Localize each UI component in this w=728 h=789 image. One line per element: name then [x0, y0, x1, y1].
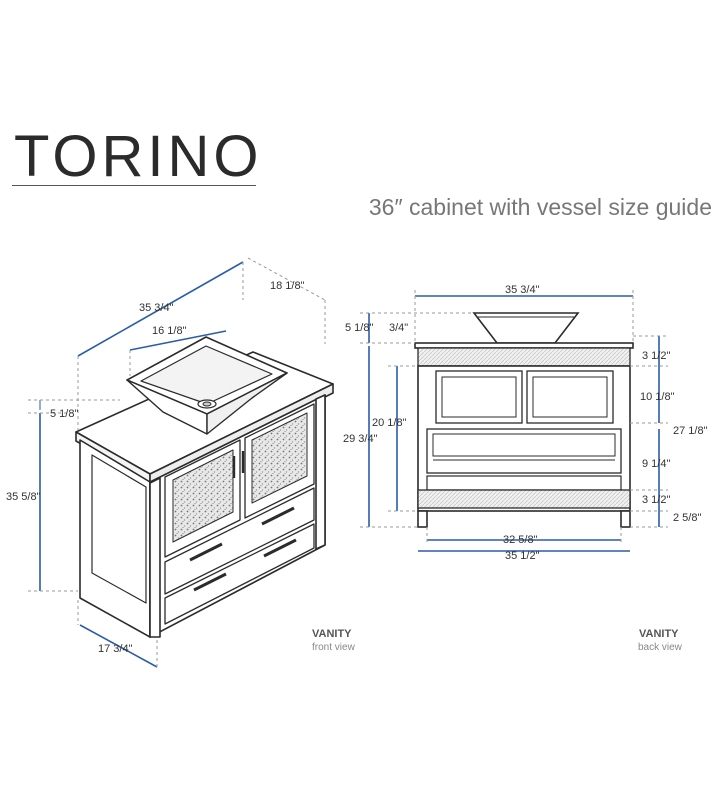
back-vessel-height-label: 5 1/8"	[345, 322, 373, 334]
front-vessel-height-label: 5 1/8"	[50, 408, 78, 420]
back-view-sublabel: back view	[638, 642, 683, 653]
front-top-width-label: 35 3/4"	[139, 302, 174, 314]
front-view-label: VANITY	[312, 628, 352, 640]
back-door-height-label: 10 1/8"	[640, 391, 675, 403]
back-view-label: VANITY	[639, 628, 679, 640]
back-top-rail-label: 3 1/2"	[642, 350, 670, 362]
front-vessel-width-label: 16 1/8"	[152, 325, 187, 337]
front-view-drawing	[75, 336, 334, 638]
back-top-width-label: 35 3/4"	[505, 284, 540, 296]
back-outer-width-label: 35 1/2"	[505, 550, 540, 562]
front-view-sublabel: front view	[312, 642, 356, 653]
front-total-height-label: 35 5/8"	[6, 491, 41, 503]
front-side-depth-label: 17 3/4"	[98, 643, 133, 655]
title-underline	[12, 185, 256, 186]
back-top-thickness-label: 3/4"	[389, 322, 408, 334]
back-view-guides	[360, 290, 668, 545]
back-inner-width-label: 32 5/8"	[503, 534, 538, 546]
back-bottom-rail-label: 3 1/2"	[642, 494, 670, 506]
back-leg-height-label: 2 5/8"	[673, 512, 701, 524]
front-depth-label: 18 1/8"	[270, 280, 305, 292]
back-total-height-label: 29 3/4"	[343, 433, 378, 445]
back-view-drawing	[414, 312, 634, 528]
back-cabinet-height-label: 20 1/8"	[372, 417, 407, 429]
back-drawer-height-label: 9 1/4"	[642, 458, 670, 470]
front-view-dimensions	[39, 261, 244, 668]
front-view-guides	[28, 257, 326, 667]
back-view-dimensions	[368, 295, 660, 552]
back-body-height-label: 27 1/8"	[673, 425, 708, 437]
page-title: TORINO	[14, 124, 263, 189]
page-subtitle: 36″ cabinet with vessel size guide	[368, 194, 712, 220]
